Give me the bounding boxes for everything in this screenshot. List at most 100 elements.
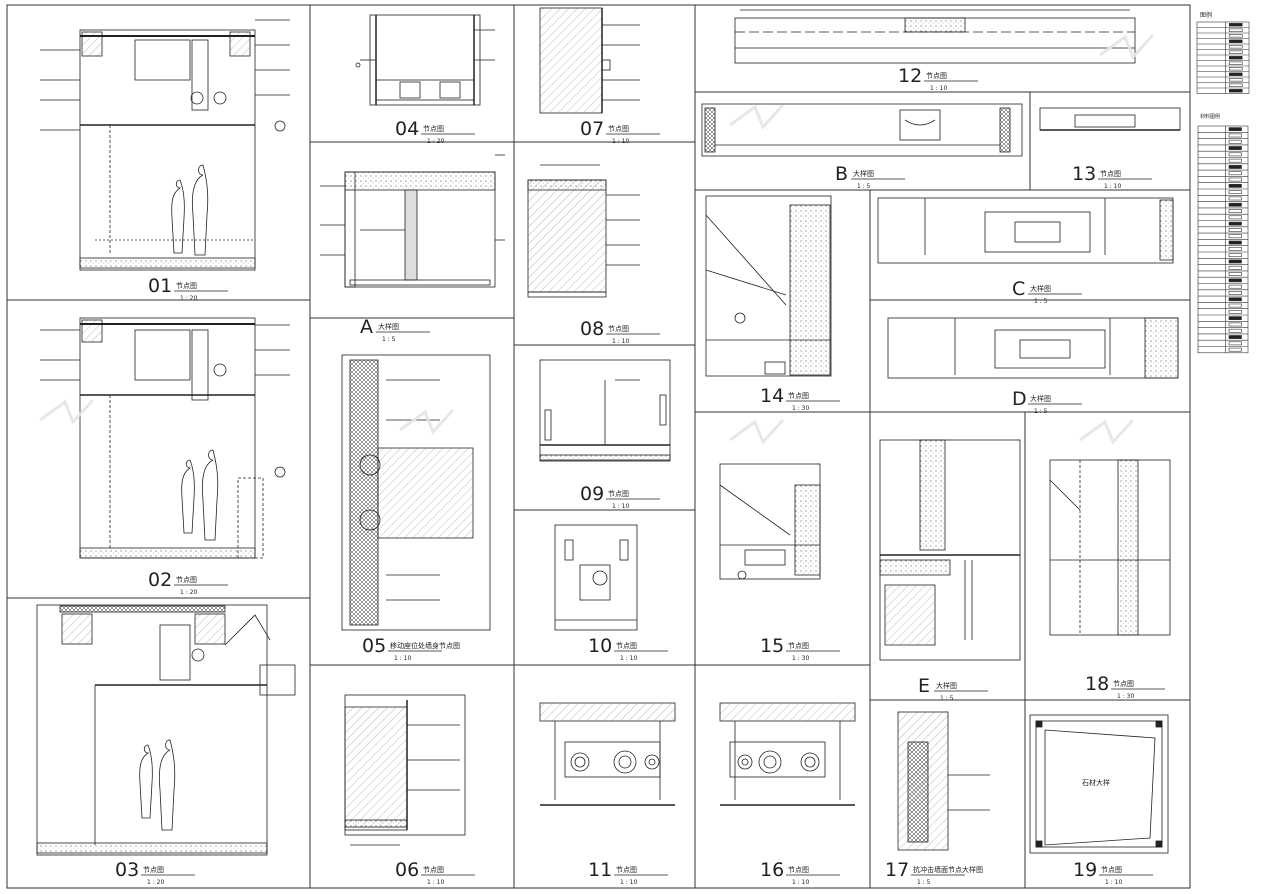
drawing-D <box>887 317 1179 379</box>
drawing-caption: 节点图 <box>616 866 637 874</box>
legend-symbol <box>1228 341 1242 346</box>
drawing-10 <box>554 524 638 631</box>
drawing-19 <box>1029 714 1169 854</box>
legend-symbol <box>1228 177 1242 182</box>
legend-symbol <box>1228 34 1243 38</box>
drawing-caption: 节点图 <box>1100 170 1121 178</box>
drawing-caption: 抗冲击墙面节点大样图 <box>913 865 983 874</box>
drawing-caption: 节点图 <box>143 866 164 874</box>
legend-symbol <box>1228 56 1243 60</box>
drawing-11 <box>539 702 676 806</box>
drawing-number: 01 <box>148 275 172 297</box>
legend-symbol <box>1228 152 1242 157</box>
drawing-scale: 1 : 5 <box>382 336 396 343</box>
legend-symbol <box>1228 39 1243 43</box>
drawing-scale: 1 : 5 <box>917 879 931 886</box>
legend-symbol <box>1228 61 1243 65</box>
drawing-number: E <box>918 675 930 697</box>
legend-symbol <box>1228 83 1243 87</box>
legend-symbol <box>1228 146 1242 150</box>
drawing-caption: 节点图 <box>608 325 629 333</box>
drawing-09 <box>539 359 671 462</box>
legend-symbol-table <box>1196 21 1250 94</box>
drawing-scale: 1 : 10 <box>620 655 637 662</box>
drawing-scale: 1 : 10 <box>612 138 629 145</box>
drawing-caption: 节点图 <box>176 282 197 290</box>
drawing-17 <box>897 711 990 851</box>
drawing-18 <box>1049 459 1171 636</box>
legend-symbol <box>1228 190 1242 195</box>
legend-symbol <box>1228 45 1243 49</box>
drawing-caption: 节点图 <box>423 125 444 133</box>
legend-panel: 图例 材料图例 <box>1196 11 1250 354</box>
drawing-caption: 节点图 <box>788 642 809 650</box>
drawing-16 <box>719 702 856 806</box>
legend-symbol <box>1228 228 1242 232</box>
legend-symbol <box>1228 265 1242 270</box>
drawing-number: 14 <box>760 385 784 407</box>
legend-symbol <box>1228 234 1242 239</box>
drawing-caption: 节点图 <box>1101 866 1122 874</box>
legend-symbol <box>1228 165 1242 169</box>
legend-symbol <box>1228 291 1242 295</box>
drawing-A <box>320 154 505 288</box>
drawing-number: 07 <box>580 118 604 140</box>
drawing-caption: 节点图 <box>616 642 637 650</box>
drawing-caption: 节点图 <box>176 576 197 584</box>
legend-symbol <box>1228 309 1242 314</box>
drawing-caption: 大样图 <box>936 681 957 690</box>
legend-symbol <box>1228 196 1242 201</box>
drawing-title-d10: 10 节点图 1 : 10 <box>588 635 668 662</box>
drawing-number: 03 <box>115 859 139 881</box>
drawing-scale: 1 : 5 <box>1034 298 1048 305</box>
drawing-scale: 1 : 10 <box>612 503 629 510</box>
drawing-number: 18 <box>1085 673 1109 695</box>
legend-symbol <box>1228 335 1242 339</box>
drawing-caption: 大样图 <box>378 322 399 331</box>
drawing-number: 04 <box>395 118 419 140</box>
legend-symbol <box>1228 158 1242 163</box>
drawing-number: 17 <box>885 859 909 881</box>
watermark <box>39 33 1155 445</box>
drawing-scale: 1 : 10 <box>792 879 809 886</box>
drawing-02 <box>40 317 290 559</box>
drawing-scale: 1 : 5 <box>1034 408 1048 415</box>
drawing-scale: 1 : 10 <box>930 85 947 92</box>
legend-symbol <box>1228 139 1242 144</box>
drawing-01 <box>40 19 290 271</box>
materials-legend-table <box>1197 125 1249 354</box>
materials-legend-title: 材料图例 <box>1200 113 1220 120</box>
drawing-number: 09 <box>580 483 604 505</box>
drawing-number: 08 <box>580 318 604 340</box>
drawing-caption: 大样图 <box>1030 284 1051 293</box>
legend-symbol <box>1228 328 1242 333</box>
legend-symbol <box>1228 89 1243 93</box>
drawing-scale: 1 : 10 <box>620 879 637 886</box>
legend-symbol <box>1228 322 1242 327</box>
drawing-number: 10 <box>588 635 612 657</box>
drawing-number: 19 <box>1073 859 1097 881</box>
drawing-19-center-label: 石材大样 <box>1082 778 1110 787</box>
drawing-B <box>701 103 1023 157</box>
legend-symbol <box>1228 347 1242 352</box>
legend-title: 图例 <box>1200 11 1212 19</box>
legend-symbol <box>1228 297 1242 302</box>
drawing-scale: 1 : 30 <box>1117 693 1134 700</box>
